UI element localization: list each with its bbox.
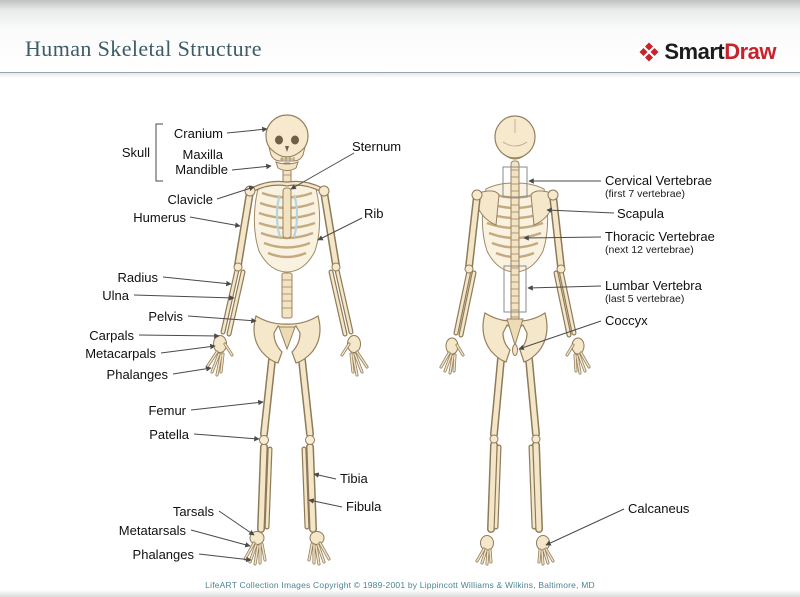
label-calcaneus: Calcaneus xyxy=(628,501,690,516)
label-clavicle: Clavicle xyxy=(167,192,213,207)
label-carpals: Carpals xyxy=(89,328,134,343)
label-scapula: Scapula xyxy=(617,206,664,221)
label-mandible: Mandible xyxy=(175,162,228,177)
label-cervical-vertebrae: Cervical Vertebrae (first 7 vertebrae) xyxy=(605,173,712,201)
label-thoracic-vertebrae: Thoracic Vertebrae (next 12 vertebrae) xyxy=(605,229,715,257)
skull-bracket xyxy=(155,123,163,182)
copyright-credit: LifeART Collection Images Copyright © 19… xyxy=(205,580,595,590)
label-maxilla: Maxilla xyxy=(182,147,223,162)
label-ulna: Ulna xyxy=(102,288,129,303)
label-thoracic-note: (next 12 vertebrae) xyxy=(605,244,694,256)
bottom-edge-shade xyxy=(0,590,800,597)
label-metacarpals: Metacarpals xyxy=(85,346,156,361)
label-cranium: Cranium xyxy=(173,126,223,141)
label-radius: Radius xyxy=(117,270,158,285)
label-phalanges-foot: Phalanges xyxy=(132,547,194,562)
label-thoracic-name: Thoracic Vertebrae xyxy=(605,229,715,244)
label-coccyx: Coccyx xyxy=(605,313,648,328)
label-cervical-name: Cervical Vertebrae xyxy=(605,173,712,188)
label-humerus: Humerus xyxy=(133,210,186,225)
label-tarsals: Tarsals xyxy=(172,504,214,519)
header: Human Skeletal Structure SmartDraw xyxy=(0,0,800,78)
label-pelvis: Pelvis xyxy=(148,309,183,324)
label-lumbar-vertebra: Lumbar Vertebra (last 5 vertebrae) xyxy=(605,278,702,306)
label-femur: Femur xyxy=(148,403,186,418)
page-title: Human Skeletal Structure xyxy=(25,36,262,61)
label-skull: Skull xyxy=(121,145,150,160)
label-metatarsals: Metatarsals xyxy=(118,523,186,538)
label-fibula: Fibula xyxy=(346,499,382,514)
label-lumbar-name: Lumbar Vertebra xyxy=(605,278,702,293)
smartdraw-logo: SmartDraw xyxy=(639,41,776,63)
back-skeleton-figure xyxy=(439,115,591,566)
label-lumbar-note: (last 5 vertebrae) xyxy=(605,293,685,305)
label-cervical-note: (first 7 vertebrae) xyxy=(605,188,685,200)
logo-text-smart: Smart xyxy=(664,39,725,64)
logo-text-draw: Draw xyxy=(724,39,776,64)
label-tibia: Tibia xyxy=(340,471,368,486)
label-sternum: Sternum xyxy=(352,139,402,154)
smartdraw-logo-icon xyxy=(639,42,659,62)
label-rib: Rib xyxy=(364,206,384,221)
label-phalanges-hand: Phalanges xyxy=(106,367,168,382)
logo-wordmark: SmartDraw xyxy=(664,41,776,63)
label-patella: Patella xyxy=(149,427,189,442)
